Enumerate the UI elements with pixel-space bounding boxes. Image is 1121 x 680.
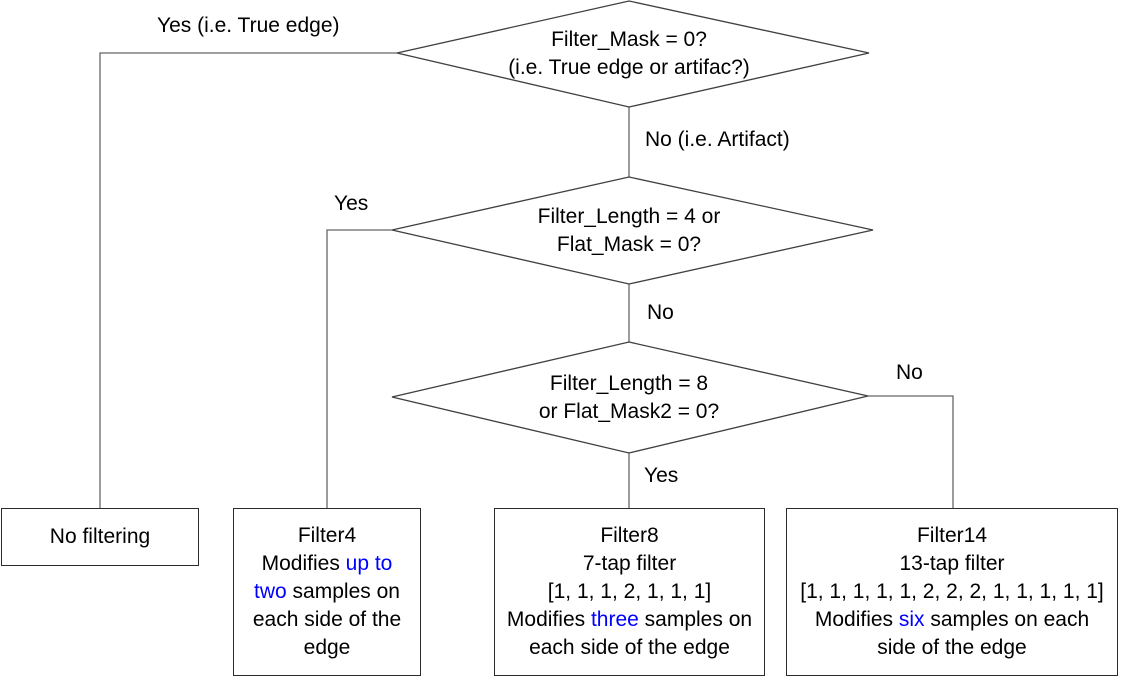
box-text-line: [1, 1, 1, 1, 1, 2, 2, 2, 1, 1, 1, 1, 1] bbox=[800, 580, 1104, 603]
result-box-no-filtering: No filtering bbox=[1, 508, 199, 566]
box-text-line: No filtering bbox=[49, 525, 151, 548]
decision-line: Filter_Length = 8 bbox=[549, 372, 709, 395]
decision-line: Flat_Mask = 0? bbox=[556, 233, 702, 256]
decision-text-filter-length-8: Filter_Length = 8 or Flat_Mask2 = 0? bbox=[429, 370, 829, 426]
box-text-line: Filter8 bbox=[600, 524, 659, 547]
decision-diamond-filter-length-4 bbox=[391, 176, 874, 285]
box-text-line: Filter14 bbox=[916, 524, 988, 547]
edge-label-yes-true-edge: Yes (i.e. True edge) bbox=[157, 14, 340, 37]
box-text-line: each side of the edge bbox=[529, 636, 730, 659]
result-box-filter14: Filter14 13-tap filter [1, 1, 1, 1, 1, 2… bbox=[786, 508, 1118, 676]
decision-line: (i.e. True edge or artifac?) bbox=[508, 56, 750, 79]
box-text-line: Modifies up to bbox=[261, 552, 393, 575]
decision-text-filter-length-4: Filter_Length = 4 or Flat_Mask = 0? bbox=[429, 203, 829, 259]
box-text-line: Modifies six samples on each bbox=[814, 608, 1090, 631]
edge-label-yes-filter4: Yes bbox=[334, 192, 369, 215]
box-text-line: [1, 1, 1, 2, 1, 1, 1] bbox=[547, 580, 712, 603]
box-text-line: two samples on bbox=[254, 580, 400, 603]
edge-yes-true-edge bbox=[99, 52, 397, 508]
edge-label-no-artifact: No (i.e. Artifact) bbox=[645, 128, 790, 151]
decision-line: Filter_Length = 4 or bbox=[537, 205, 721, 228]
decision-diamond-filter-length-8 bbox=[391, 341, 869, 454]
decision-line: or Flat_Mask2 = 0? bbox=[538, 400, 720, 423]
box-text-line: Filter4 bbox=[297, 524, 357, 547]
box-text-line: 13-tap filter bbox=[899, 552, 1005, 575]
edge-no-filter14 bbox=[868, 395, 954, 508]
decision-text-filter-mask: Filter_Mask = 0? (i.e. True edge or arti… bbox=[429, 26, 829, 82]
box-text-line: Modifies three samples on bbox=[506, 608, 753, 631]
decision-line: Filter_Mask = 0? bbox=[551, 28, 707, 51]
edge-yes-filter4 bbox=[326, 229, 392, 508]
box-text-line: side of the edge bbox=[877, 636, 1027, 659]
decision-diamond-filter-mask bbox=[396, 0, 870, 108]
result-box-filter8: Filter8 7-tap filter [1, 1, 1, 2, 1, 1, … bbox=[494, 508, 765, 676]
edge-label-no-to-third-decision: No bbox=[647, 301, 674, 324]
result-box-filter4: Filter4 Modifies up to two samples on ea… bbox=[233, 508, 421, 676]
box-text-line: 7-tap filter bbox=[582, 552, 677, 575]
edge-label-no-filter14: No bbox=[896, 361, 923, 384]
box-text-line: edge bbox=[303, 636, 351, 659]
box-text-line: each side of the bbox=[252, 608, 402, 631]
edge-label-yes-filter8: Yes bbox=[644, 464, 679, 487]
